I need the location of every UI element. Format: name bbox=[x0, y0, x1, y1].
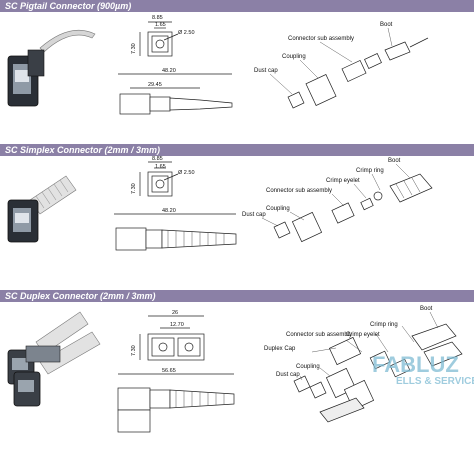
dim-width-top: 8.85 bbox=[152, 156, 163, 162]
duplex-front-view bbox=[139, 315, 205, 361]
dim-length-total: 48.20 bbox=[162, 208, 176, 214]
label-boot: Boot bbox=[388, 158, 401, 164]
section-header-duplex: SC Duplex Connector (2mm / 3mm) bbox=[0, 290, 474, 302]
section-title: SC Pigtail Connector (900µm) bbox=[5, 1, 132, 11]
dim-inner: 1.65 bbox=[155, 22, 166, 28]
section-header-pigtail: SC Pigtail Connector (900µm) bbox=[0, 0, 474, 12]
label-dust-cap: Dust cap bbox=[254, 68, 278, 74]
dim-width-top: 26 bbox=[172, 310, 179, 316]
dim-height: 7.30 bbox=[131, 345, 137, 356]
label-duplex-cap: Duplex Cap bbox=[264, 346, 296, 352]
simplex-drawing bbox=[7, 161, 433, 251]
section-header-simplex: SC Simplex Connector (2mm / 3mm) bbox=[0, 144, 474, 156]
label-sub-assembly: Connector sub assembly bbox=[266, 188, 333, 194]
label-crimp-ring: Crimp ring bbox=[370, 322, 398, 328]
section-simplex: 8.85 1.65 Ø 2.50 7.30 48.20 Boot Crimp r… bbox=[0, 156, 474, 284]
label-sub-assembly: Connector sub assembly bbox=[286, 332, 353, 338]
label-boot: Boot bbox=[380, 22, 393, 28]
dim-inner: 1.65 bbox=[155, 164, 166, 170]
label-crimp-eyelet: Crimp eyelet bbox=[346, 332, 380, 338]
simplex-front-view bbox=[139, 161, 179, 197]
dim-width-top: 8.85 bbox=[152, 15, 163, 21]
simplex-leaders bbox=[261, 163, 411, 227]
duplex-leaders bbox=[299, 311, 439, 381]
label-crimp-ring: Crimp ring bbox=[356, 168, 384, 174]
dim-inner: 12.70 bbox=[170, 322, 184, 328]
pigtail-side-view bbox=[118, 73, 233, 115]
simplex-side-view bbox=[114, 213, 237, 251]
pigtail-drawing bbox=[7, 21, 429, 115]
dim-diameter: Ø 2.50 bbox=[178, 30, 195, 36]
label-dust-cap: Dust cap bbox=[242, 212, 266, 218]
pigtail-front-view bbox=[139, 21, 179, 57]
dim-length-total: 56.65 bbox=[162, 368, 176, 374]
dim-length-part: 29.45 bbox=[148, 82, 162, 88]
label-coupling: Coupling bbox=[266, 206, 290, 212]
dim-height: 7.30 bbox=[131, 43, 137, 54]
duplex-exploded-parts bbox=[293, 323, 463, 423]
pigtail-connector-illustration bbox=[7, 30, 96, 107]
duplex-side-view bbox=[117, 373, 235, 433]
label-sub-assembly: Connector sub assembly bbox=[288, 36, 355, 42]
dim-length-total: 48.20 bbox=[162, 68, 176, 74]
label-coupling: Coupling bbox=[296, 364, 320, 370]
label-boot: Boot bbox=[420, 306, 433, 312]
dim-height: 7.30 bbox=[131, 183, 137, 194]
watermark-brand: FABLUZ bbox=[372, 352, 459, 377]
duplex-drawing bbox=[7, 311, 463, 433]
label-crimp-eyelet: Crimp eyelet bbox=[326, 178, 360, 184]
simplex-connector-illustration bbox=[7, 175, 77, 243]
section-title: SC Duplex Connector (2mm / 3mm) bbox=[5, 291, 156, 301]
section-pigtail: 8.85 1.65 Ø 2.50 7.30 48.20 29.45 Boot C… bbox=[0, 12, 474, 140]
dim-diameter: Ø 2.50 bbox=[178, 170, 195, 176]
pigtail-leaders bbox=[269, 27, 393, 95]
section-title: SC Simplex Connector (2mm / 3mm) bbox=[5, 145, 161, 155]
simplex-exploded-parts bbox=[273, 173, 433, 243]
watermark-sub: ELLS & SERVICE bbox=[396, 376, 474, 387]
label-dust-cap: Dust cap bbox=[276, 372, 300, 378]
label-coupling: Coupling bbox=[282, 54, 306, 60]
pigtail-exploded-parts bbox=[287, 37, 429, 109]
section-duplex: 26 12.70 7.30 56.65 Boot Crimp ring Crim… bbox=[0, 302, 474, 458]
duplex-connector-illustration bbox=[7, 311, 101, 407]
